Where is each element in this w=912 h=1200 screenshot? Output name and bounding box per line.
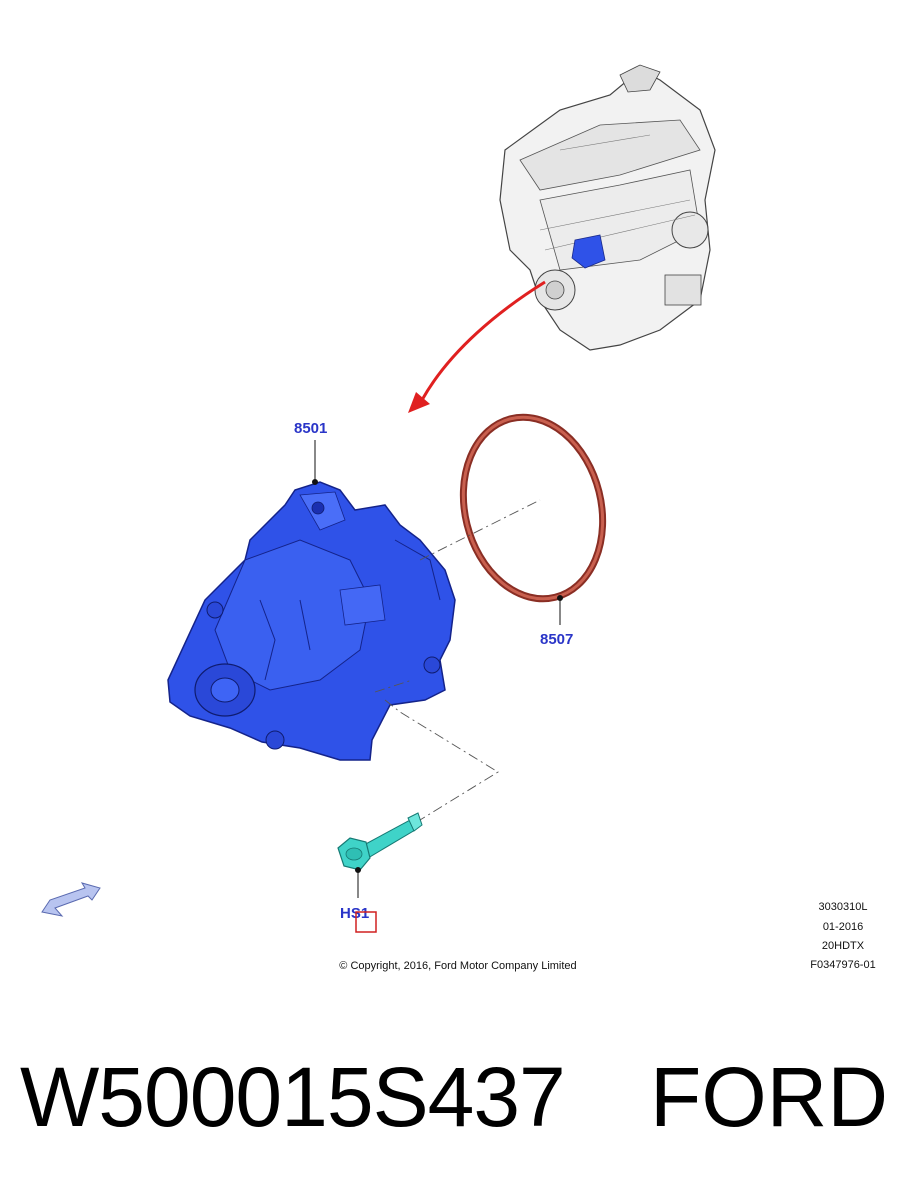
callout-label-pump: 8501: [294, 420, 327, 437]
leader-lines: [312, 440, 563, 898]
engine-illustration: [499, 64, 716, 351]
copyright-text: © Copyright, 2016, Ford Motor Company Li…: [339, 960, 576, 972]
parts-diagram: 8501 8507 HS1 3030310L 01-2016 20HDTX F0…: [41, 64, 876, 972]
bolt-highlight-box: [355, 911, 377, 933]
brand-name: FORD: [650, 1050, 888, 1144]
callout-label-seal: 8507: [540, 631, 573, 648]
callout-label-bolt: HS1: [340, 905, 369, 922]
code-line-4: F0347976-01: [810, 959, 875, 971]
bolt-illustration: [337, 812, 423, 871]
locator-arrow: [408, 280, 546, 413]
code-line-2: 01-2016: [823, 921, 863, 933]
code-line-3: 20HDTX: [822, 940, 865, 952]
code-line-1: 3030310L: [819, 901, 868, 913]
direction-arrow-icon: [41, 882, 101, 917]
seal-ring-illustration: [459, 413, 607, 603]
part-number-heading: W500015S437: [20, 1050, 566, 1144]
assembly-lines: [374, 499, 541, 821]
water-pump-illustration: [167, 481, 456, 761]
